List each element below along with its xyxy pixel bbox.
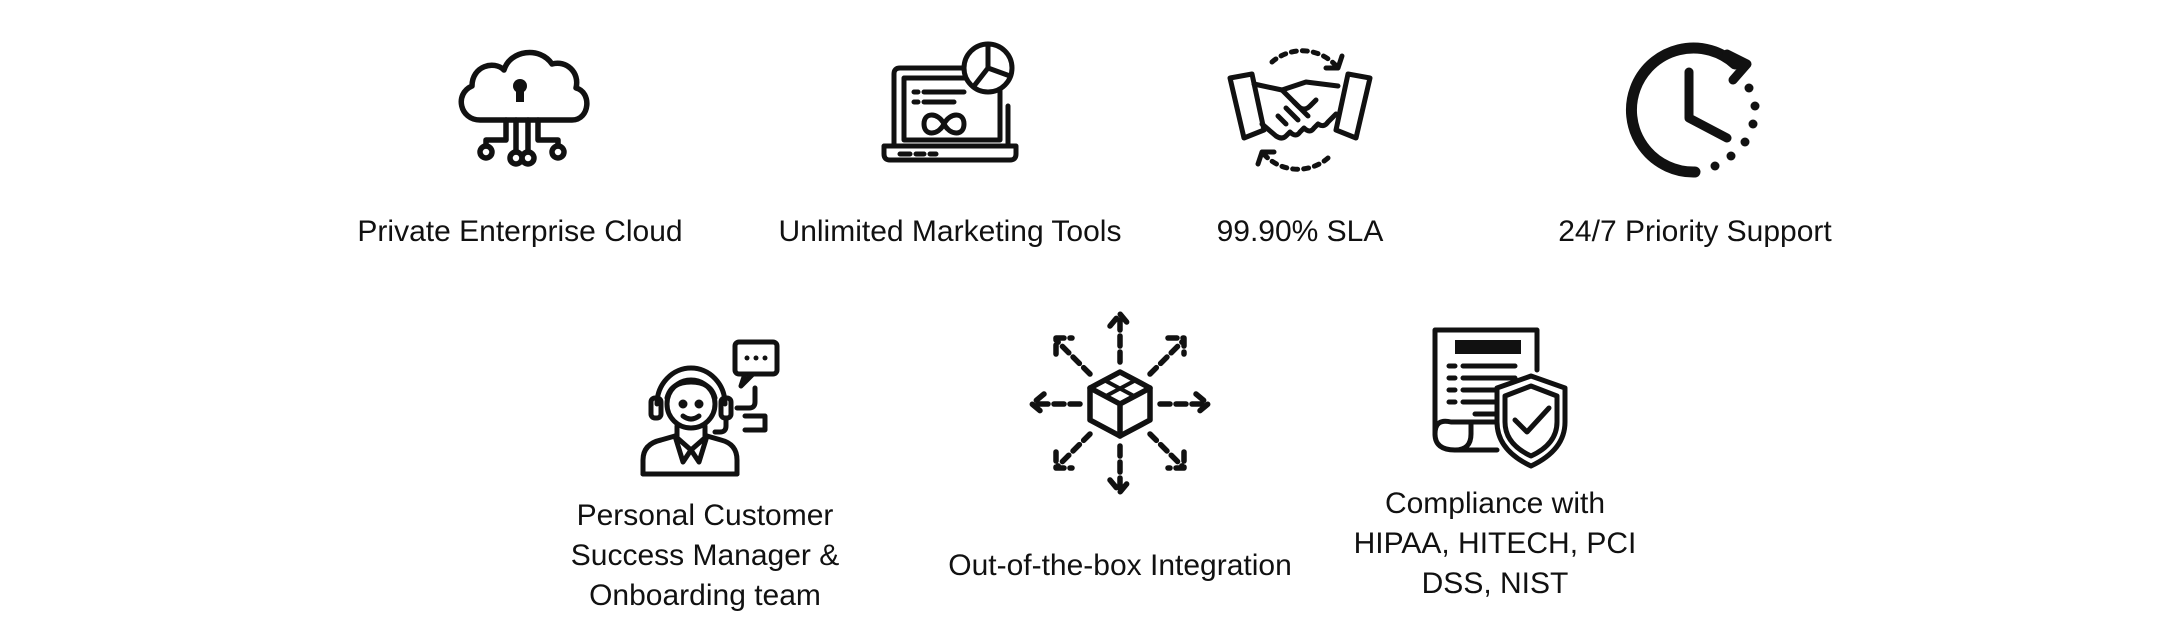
feature-label: Out-of-the-box Integration <box>948 549 1292 582</box>
feature-label-line: Success Manager & <box>570 539 840 572</box>
document-shield-icon <box>1415 322 1575 482</box>
feature-label-line: Personal Customer <box>576 499 834 532</box>
feature-priority-support: 24/7 Priority Support <box>1530 28 1860 252</box>
feature-label-line: Compliance with <box>1384 487 1606 520</box>
feature-label: 99.90% SLA <box>1216 215 1384 248</box>
feature-label: Compliance with HIPAA, HITECH, PCI DSS, … <box>1354 484 1637 604</box>
feature-label: Personal Customer Success Manager & Onbo… <box>571 496 839 616</box>
feature-label: Unlimited Marketing Tools <box>778 215 1122 248</box>
feature-private-enterprise-cloud: Private Enterprise Cloud <box>355 28 685 252</box>
feature-label: Private Enterprise Cloud <box>357 215 683 248</box>
feature-customer-success-manager: Personal Customer Success Manager & Onbo… <box>555 322 855 616</box>
feature-compliance: Compliance with HIPAA, HITECH, PCI DSS, … <box>1345 322 1645 604</box>
support-agent-icon <box>625 322 785 482</box>
cloud-lock-icon <box>440 28 600 188</box>
laptop-chart-icon <box>870 28 1030 188</box>
feature-label-line: DSS, NIST <box>1421 567 1569 600</box>
clock-icon <box>1615 28 1775 188</box>
feature-integration: Out-of-the-box Integration <box>935 302 1305 586</box>
feature-label: 24/7 Priority Support <box>1558 215 1832 248</box>
feature-sla: 99.90% SLA <box>1150 28 1450 252</box>
box-arrows-icon <box>1020 302 1220 502</box>
feature-unlimited-marketing-tools: Unlimited Marketing Tools <box>765 28 1135 252</box>
feature-label-line: HIPAA, HITECH, PCI <box>1353 527 1637 560</box>
feature-label-line: Onboarding team <box>589 579 821 612</box>
handshake-icon <box>1220 28 1380 188</box>
